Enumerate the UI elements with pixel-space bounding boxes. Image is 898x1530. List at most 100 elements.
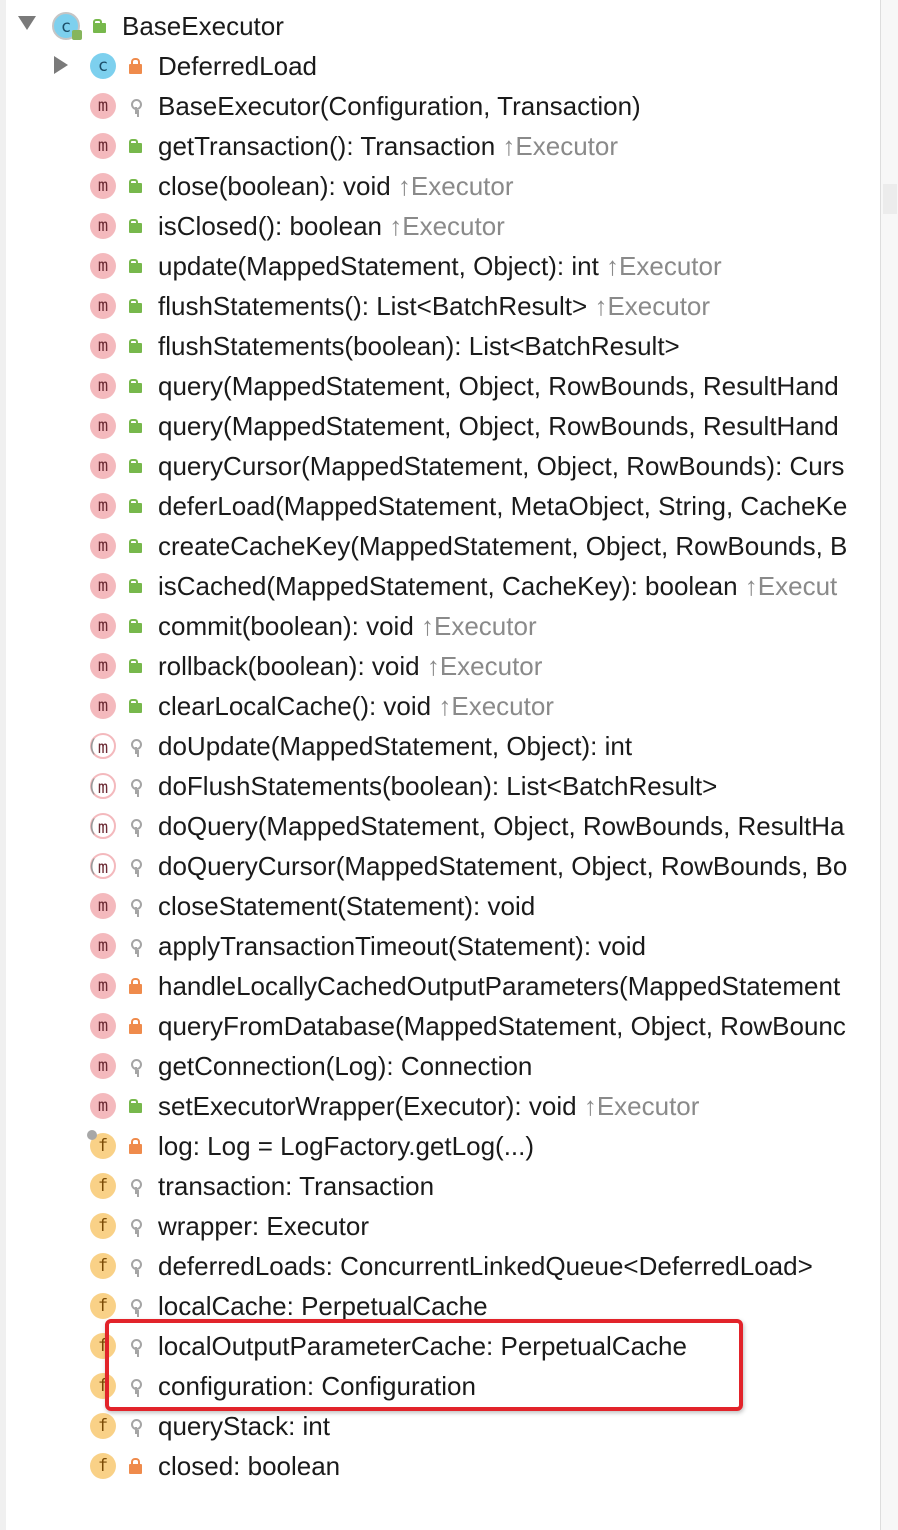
method-icon: m	[90, 493, 116, 519]
abstract-method-icon: m	[87, 853, 116, 880]
scrollbar-thumb[interactable]	[883, 184, 897, 214]
expand-arrow-icon[interactable]	[18, 16, 36, 30]
tree-item[interactable]: m doQuery(MappedStatement, Object, RowBou…	[6, 806, 880, 846]
tree-root-row[interactable]: c BaseExecutor	[6, 6, 880, 46]
method-icon: m	[90, 373, 116, 399]
public-visibility-icon	[128, 618, 144, 634]
root-class-label: BaseExecutor	[122, 11, 284, 41]
member-signature: localOutputParameterCache: PerpetualCach…	[158, 1331, 687, 1361]
static-field-icon: f	[87, 1130, 116, 1159]
tree-item-label: doFlushStatements(boolean): List<BatchRe…	[158, 766, 717, 806]
member-signature: update(MappedStatement, Object): int	[158, 251, 607, 281]
abstract-method-icon: m	[87, 773, 116, 800]
protected-visibility-icon	[128, 1418, 144, 1434]
public-visibility-icon	[128, 218, 144, 234]
tree-item[interactable]: m query(MappedStatement, Object, RowBound…	[6, 366, 880, 406]
tree-item-label: handleLocallyCachedOutputParameters(Mapp…	[158, 966, 840, 1006]
class-icon: c	[52, 12, 82, 40]
private-visibility-icon	[128, 1138, 144, 1154]
member-signature: setExecutorWrapper(Executor): void	[158, 1091, 584, 1121]
protected-visibility-icon	[128, 1338, 144, 1354]
tree-item-label: applyTransactionTimeout(Statement): void	[158, 926, 646, 966]
scrollbar-track[interactable]	[880, 0, 898, 1530]
method-icon: m	[90, 1093, 116, 1119]
protected-visibility-icon	[128, 1258, 144, 1274]
protected-visibility-icon	[128, 1378, 144, 1394]
tree-item-label: queryFromDatabase(MappedStatement, Objec…	[158, 1006, 846, 1046]
tree-item-label: getConnection(Log): Connection	[158, 1046, 532, 1086]
protected-visibility-icon	[128, 98, 144, 114]
method-icon: m	[90, 893, 116, 919]
tree-item-label: isCached(MappedStatement, CacheKey): boo…	[158, 566, 837, 606]
member-signature: BaseExecutor(Configuration, Transaction)	[158, 91, 641, 121]
member-signature: createCacheKey(MappedStatement, Object, …	[158, 531, 848, 561]
expand-arrow-icon[interactable]	[54, 56, 68, 74]
tree-item-label: createCacheKey(MappedStatement, Object, …	[158, 526, 847, 566]
public-visibility-icon	[128, 338, 144, 354]
field-icon: f	[90, 1413, 116, 1439]
tree-item[interactable]: f wrapper: Executor	[6, 1206, 880, 1246]
tree-item[interactable]: f log: Log = LogFactory.getLog(...)	[6, 1126, 880, 1166]
member-signature: clearLocalCache(): void	[158, 691, 439, 721]
member-signature: queryFromDatabase(MappedStatement, Objec…	[158, 1011, 846, 1041]
protected-visibility-icon	[128, 858, 144, 874]
member-signature: query(MappedStatement, Object, RowBounds…	[158, 411, 839, 441]
tree-item-label: commit(boolean): void ↑Executor	[158, 606, 537, 646]
member-signature: DeferredLoad	[158, 51, 317, 81]
method-icon: m	[90, 333, 116, 359]
tree-item[interactable]: m queryFromDatabase(MappedStatement, Obje…	[6, 1006, 880, 1046]
inherited-from-label: ↑Executor	[397, 171, 514, 201]
tree-item-label: getTransaction(): Transaction ↑Executor	[158, 126, 618, 166]
tree-item-label: rollback(boolean): void ↑Executor	[158, 646, 542, 686]
tree-item-label: BaseExecutor(Configuration, Transaction)	[158, 86, 641, 126]
tree-item[interactable]: m getTransaction(): Transaction ↑Executor	[6, 126, 880, 166]
public-visibility-icon	[128, 658, 144, 674]
public-visibility-icon	[92, 18, 108, 34]
tree-item-label: query(MappedStatement, Object, RowBounds…	[158, 366, 839, 406]
method-icon: m	[90, 1013, 116, 1039]
abstract-method-icon: m	[87, 813, 116, 840]
member-signature: doQuery(MappedStatement, Object, RowBoun…	[158, 811, 845, 841]
public-visibility-icon	[128, 578, 144, 594]
protected-visibility-icon	[128, 898, 144, 914]
tree-item-label: wrapper: Executor	[158, 1206, 369, 1246]
method-icon: m	[90, 133, 116, 159]
field-icon: f	[90, 1373, 116, 1399]
tree-item-label: log: Log = LogFactory.getLog(...)	[158, 1126, 534, 1166]
member-signature: getConnection(Log): Connection	[158, 1051, 533, 1081]
field-icon: f	[90, 1213, 116, 1239]
inherited-from-label: ↑Executor	[389, 211, 505, 241]
tree-item-label: DeferredLoad	[158, 46, 317, 86]
tree-item[interactable]: m doFlushStatements(boolean): List<BatchR…	[6, 766, 880, 806]
